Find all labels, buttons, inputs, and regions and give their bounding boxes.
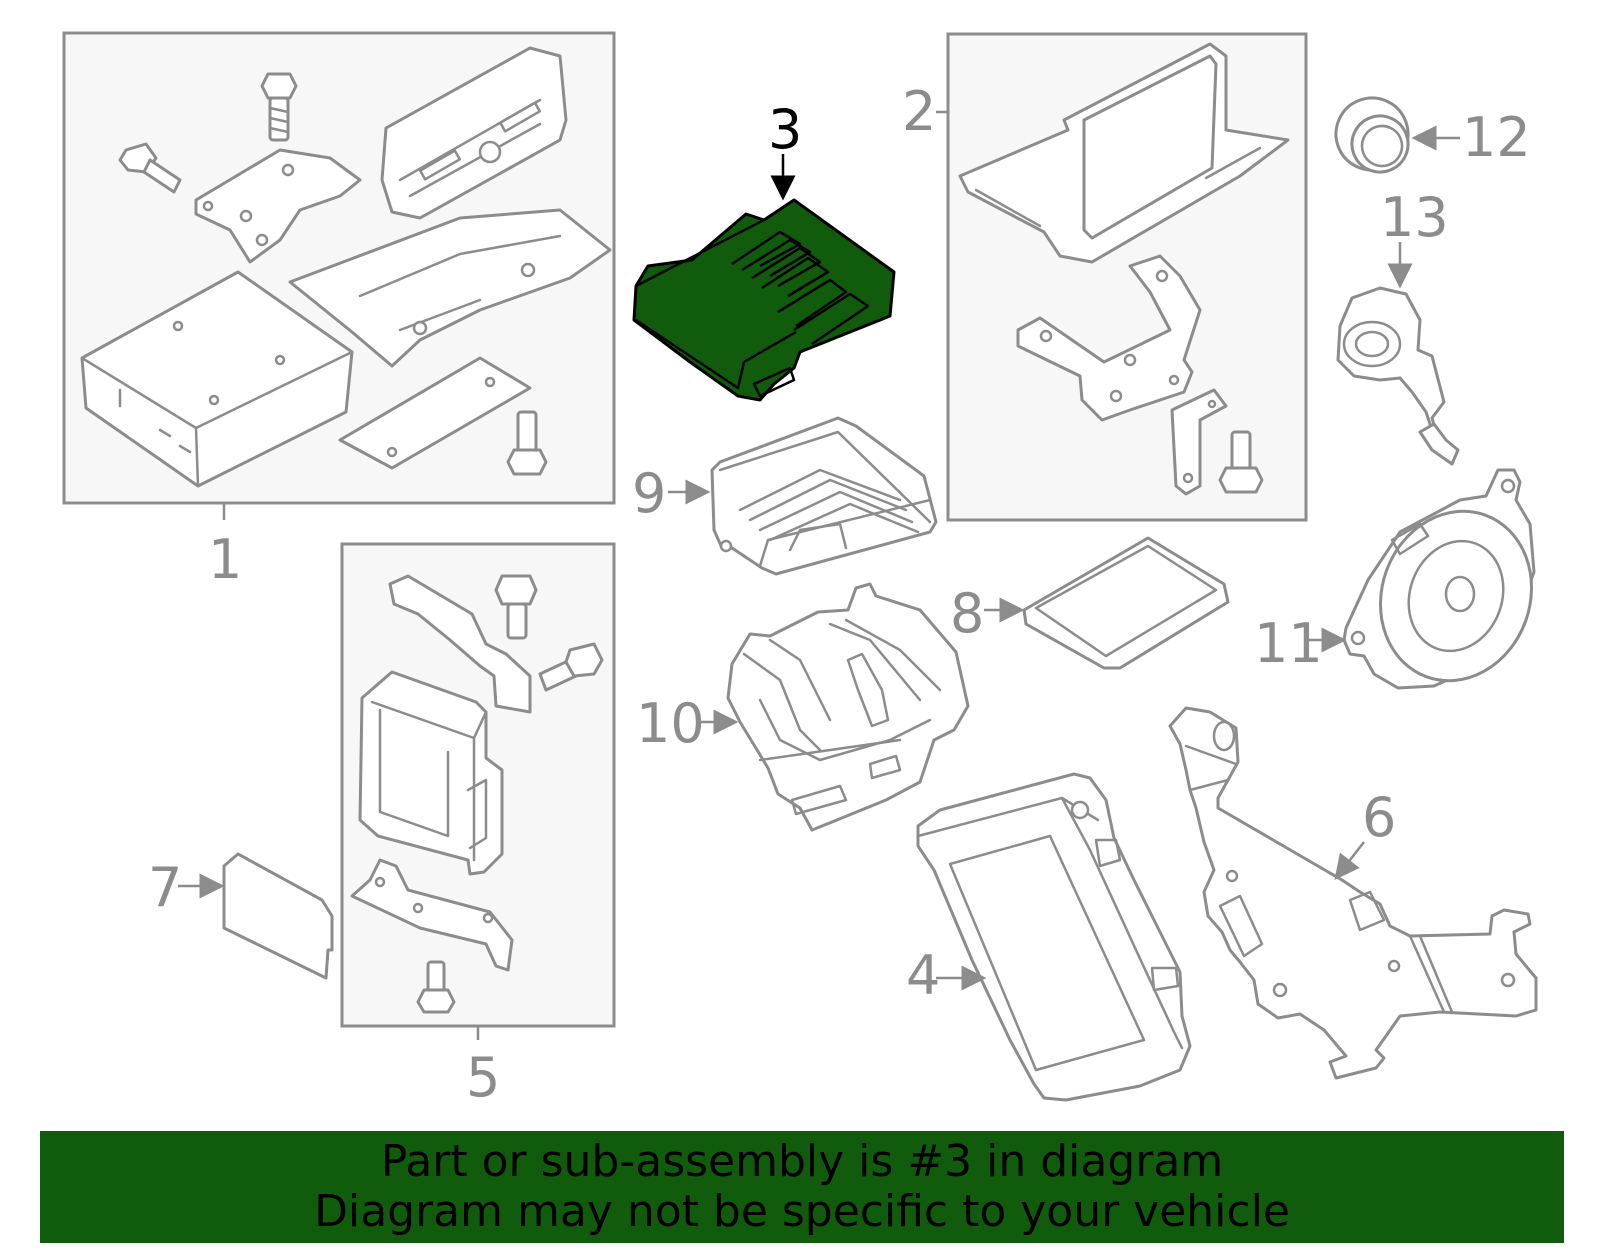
- part-1-bolt-top: [260, 72, 298, 142]
- part-1-main-unit: [80, 270, 354, 488]
- part-1-control-panel: [380, 46, 568, 220]
- callout-2[interactable]: 2: [902, 80, 936, 143]
- info-banner: Part or sub-assembly is #3 in diagram Di…: [40, 1131, 1564, 1243]
- part-5-shield: [388, 574, 532, 714]
- part-13-sensor[interactable]: [1336, 286, 1460, 466]
- part-5-bolt-right: [538, 642, 604, 692]
- part-1-bolt-left: [118, 142, 182, 194]
- part-2-bracket: [1016, 254, 1202, 422]
- part-1-bracket: [194, 148, 362, 264]
- part-3-module[interactable]: [632, 198, 896, 402]
- leader-6: [1334, 841, 1365, 880]
- part-12-grommet[interactable]: [1326, 88, 1418, 180]
- part-1-trim: [288, 208, 612, 368]
- part-4-display-unit[interactable]: [916, 772, 1192, 1102]
- part-2-assembly[interactable]: [946, 32, 1308, 522]
- part-2-small-bracket: [1170, 388, 1228, 496]
- part-6-bracket[interactable]: [1168, 706, 1538, 1080]
- part-5-module: [358, 670, 504, 876]
- banner-line-2: Diagram may not be specific to your vehi…: [314, 1186, 1290, 1237]
- part-1-rail: [338, 356, 532, 470]
- banner-line-1: Part or sub-assembly is #3 in diagram: [380, 1136, 1224, 1187]
- callout-7[interactable]: 7: [148, 856, 182, 919]
- callout-12[interactable]: 12: [1462, 106, 1531, 169]
- callout-13[interactable]: 13: [1380, 186, 1449, 249]
- callout-6[interactable]: 6: [1362, 786, 1396, 849]
- part-9-module[interactable]: [710, 416, 938, 576]
- part-1-assembly[interactable]: [62, 31, 616, 505]
- part-2-bolt: [1218, 430, 1264, 494]
- part-8-card[interactable]: [1022, 536, 1230, 670]
- callout-1[interactable]: 1: [208, 528, 242, 591]
- part-11-speaker[interactable]: [1342, 468, 1555, 702]
- callout-8[interactable]: 8: [950, 582, 984, 645]
- callout-4[interactable]: 4: [906, 944, 940, 1007]
- part-7-cover[interactable]: [222, 852, 334, 980]
- callout-5[interactable]: 5: [466, 1046, 500, 1109]
- part-5-bolt-top: [494, 574, 538, 640]
- part-5-bracket: [350, 858, 514, 972]
- callout-3[interactable]: 3: [768, 98, 802, 161]
- part-5-assembly[interactable]: [340, 542, 616, 1028]
- callout-11[interactable]: 11: [1254, 612, 1323, 675]
- part-5-bolt-bottom: [416, 960, 456, 1014]
- callout-9[interactable]: 9: [632, 462, 666, 525]
- part-10-housing[interactable]: [726, 582, 970, 832]
- callout-10[interactable]: 10: [636, 692, 705, 755]
- part-2-display: [958, 42, 1290, 264]
- part-1-bolt-bottom: [506, 410, 548, 476]
